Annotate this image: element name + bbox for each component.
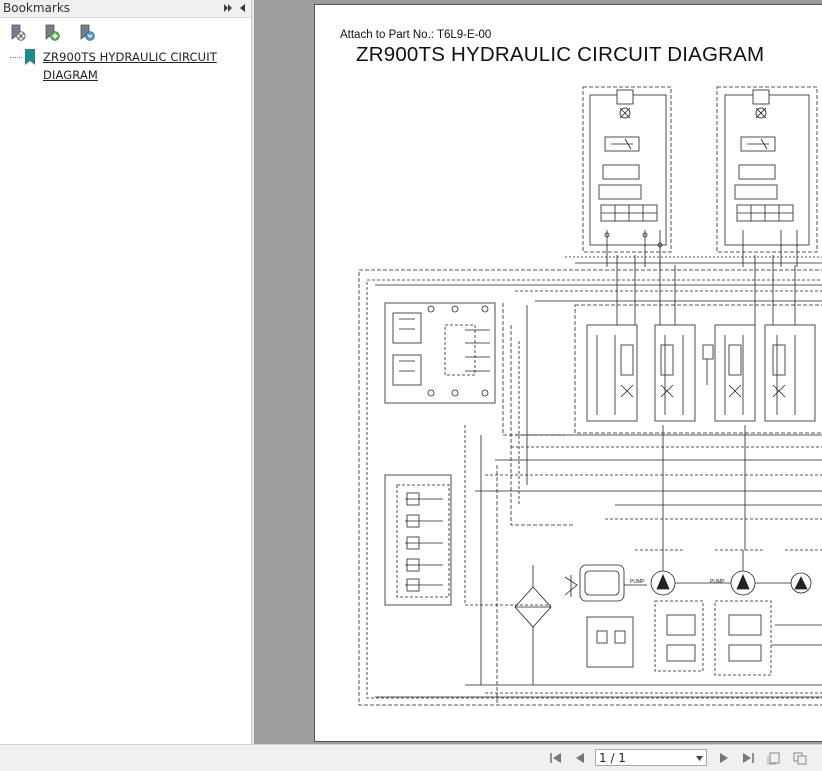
page-navigation-bar: 1 / 1: [0, 744, 822, 771]
single-page-view-icon[interactable]: [766, 751, 782, 765]
delete-bookmark-icon[interactable]: [8, 24, 28, 42]
part-number-text: Attach to Part No.: T6L9-E-00: [340, 29, 492, 41]
tree-connector: [10, 57, 22, 58]
panel-splitter[interactable]: [252, 0, 254, 744]
previous-page-icon[interactable]: [572, 751, 588, 765]
bookmarks-header: Bookmarks: [0, 0, 251, 18]
add-bookmark-icon[interactable]: [42, 24, 62, 42]
first-page-icon[interactable]: [548, 751, 564, 765]
bookmarks-toolbar: [0, 20, 251, 44]
svg-text:PUMP: PUMP: [630, 579, 645, 585]
pdf-page: Attach to Part No.: T6L9-E-00 ZR900TS HY…: [314, 4, 822, 742]
hydraulic-schematic: PUMP PUMP: [358, 86, 822, 706]
page-number-select[interactable]: 1 / 1: [595, 749, 707, 766]
next-page-icon[interactable]: [716, 751, 732, 765]
two-page-view-icon[interactable]: [792, 751, 808, 765]
page-indicator: 1 / 1: [599, 751, 626, 765]
bookmark-item-label[interactable]: ZR900TS HYDRAULIC CIRCUIT DIAGRAM: [43, 50, 217, 82]
bookmark-item[interactable]: ZR900TS HYDRAULIC CIRCUIT DIAGRAM: [10, 46, 245, 86]
chevron-down-icon: [696, 756, 703, 761]
svg-text:PUMP: PUMP: [710, 579, 725, 585]
document-viewer[interactable]: Attach to Part No.: T6L9-E-00 ZR900TS HY…: [254, 0, 822, 744]
expand-bookmark-icon[interactable]: [77, 24, 97, 42]
bookmark-ribbon-icon: [25, 49, 35, 65]
last-page-icon[interactable]: [740, 751, 756, 765]
panel-options-icon[interactable]: [222, 2, 234, 14]
bookmarks-title: Bookmarks: [3, 1, 71, 15]
bookmarks-panel: Bookmarks ZR900TS HYDRAULIC CIRCU: [0, 0, 252, 744]
panel-collapse-icon[interactable]: [237, 2, 249, 14]
diagram-title: ZR900TS HYDRAULIC CIRCUIT DIAGRAM: [356, 43, 765, 66]
